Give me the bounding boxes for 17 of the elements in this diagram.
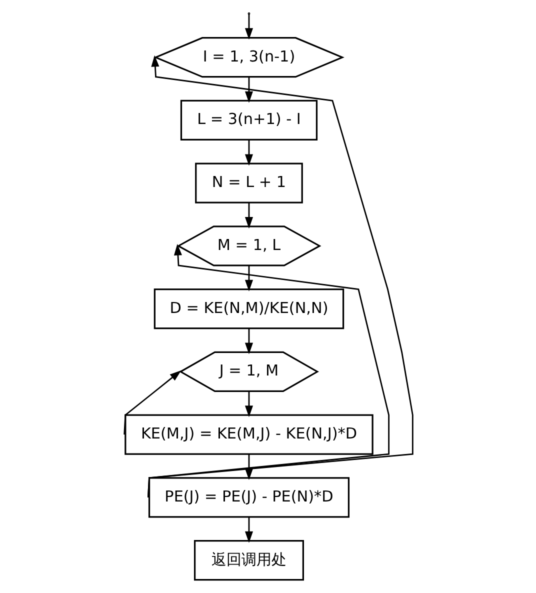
arrow xyxy=(244,202,253,229)
node-box: KE(M,J) = KE(M,J) - KE(N,J)*D xyxy=(124,414,373,455)
arrow xyxy=(123,370,181,435)
node-box: 返回调用处 xyxy=(193,540,304,581)
arrow xyxy=(146,55,413,498)
node-box: N = L + 1 xyxy=(194,162,302,204)
node-box: L = 3(n+1) - I xyxy=(180,100,318,141)
arrow xyxy=(244,328,253,354)
arrow xyxy=(244,14,253,40)
node-box: PE(J) = PE(J) - PE(N)*D xyxy=(148,477,350,518)
node-box: D = KE(N,M)/KE(N,N) xyxy=(153,288,344,330)
arrow xyxy=(244,391,253,418)
arrow xyxy=(244,517,253,543)
arrow xyxy=(244,140,253,166)
arrow xyxy=(244,266,253,292)
arrow xyxy=(146,244,390,498)
arrow xyxy=(244,76,253,103)
